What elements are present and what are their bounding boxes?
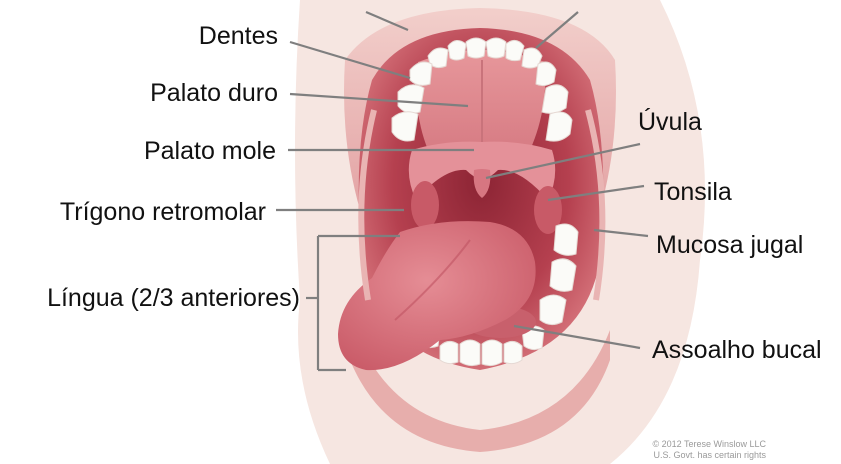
label-lingua: Língua (2/3 anteriores) — [47, 284, 300, 312]
left-tonsil — [411, 181, 439, 229]
copyright-credit-line1: © 2012 Terese Winslow LLC — [652, 439, 766, 449]
label-palato-duro: Palato duro — [150, 79, 278, 107]
label-tonsila: Tonsila — [654, 178, 732, 206]
label-uvula: Úvula — [638, 107, 702, 136]
label-mucosa-jugal: Mucosa jugal — [656, 231, 803, 259]
label-assoalho-bucal: Assoalho bucal — [652, 336, 822, 364]
copyright-credit-line2: U.S. Govt. has certain rights — [653, 450, 766, 460]
label-dentes: Dentes — [199, 22, 278, 50]
label-trigono-retromolar: Trígono retromolar — [60, 198, 266, 226]
label-palato-mole: Palato mole — [144, 137, 276, 165]
